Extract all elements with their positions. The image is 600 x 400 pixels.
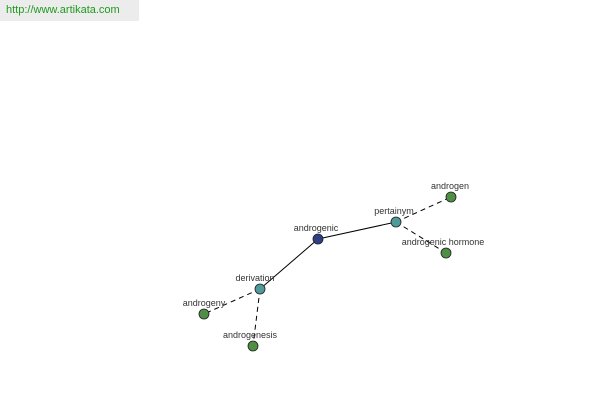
node-androgeny[interactable] <box>198 308 210 320</box>
edge-derivation-androgenesis <box>252 288 261 347</box>
edge-pertainym-androgen <box>395 196 452 223</box>
node-pertainym[interactable] <box>390 216 402 228</box>
node-label-androgenesis[interactable]: androgenesis <box>223 330 278 340</box>
node-label-androgenic[interactable]: androgenic <box>294 223 339 233</box>
nodes-layer <box>198 191 457 352</box>
node-label-androgenic-hormone[interactable]: androgenic hormone <box>402 237 485 247</box>
edge-pertainym-androgenic-hormone <box>395 221 447 254</box>
node-androgenesis[interactable] <box>247 340 259 352</box>
labels-layer: androgenic pertainym derivation androgen and… <box>183 181 485 340</box>
node-androgenic[interactable] <box>312 233 324 245</box>
edges-layer <box>203 196 452 347</box>
edge-androgenic-pertainym <box>317 221 397 240</box>
node-label-androgeny[interactable]: androgeny <box>183 298 226 308</box>
node-label-derivation[interactable]: derivation <box>235 273 274 283</box>
node-derivation[interactable] <box>254 283 266 295</box>
edge-androgenic-derivation <box>259 238 319 290</box>
edge-derivation-androgeny <box>203 288 261 315</box>
node-androgenic-hormone[interactable] <box>440 247 452 259</box>
node-label-pertainym[interactable]: pertainym <box>374 206 414 216</box>
node-androgen[interactable] <box>445 191 457 203</box>
site-url-banner[interactable]: http://www.artikata.com <box>0 0 139 21</box>
node-label-androgen[interactable]: androgen <box>431 181 469 191</box>
